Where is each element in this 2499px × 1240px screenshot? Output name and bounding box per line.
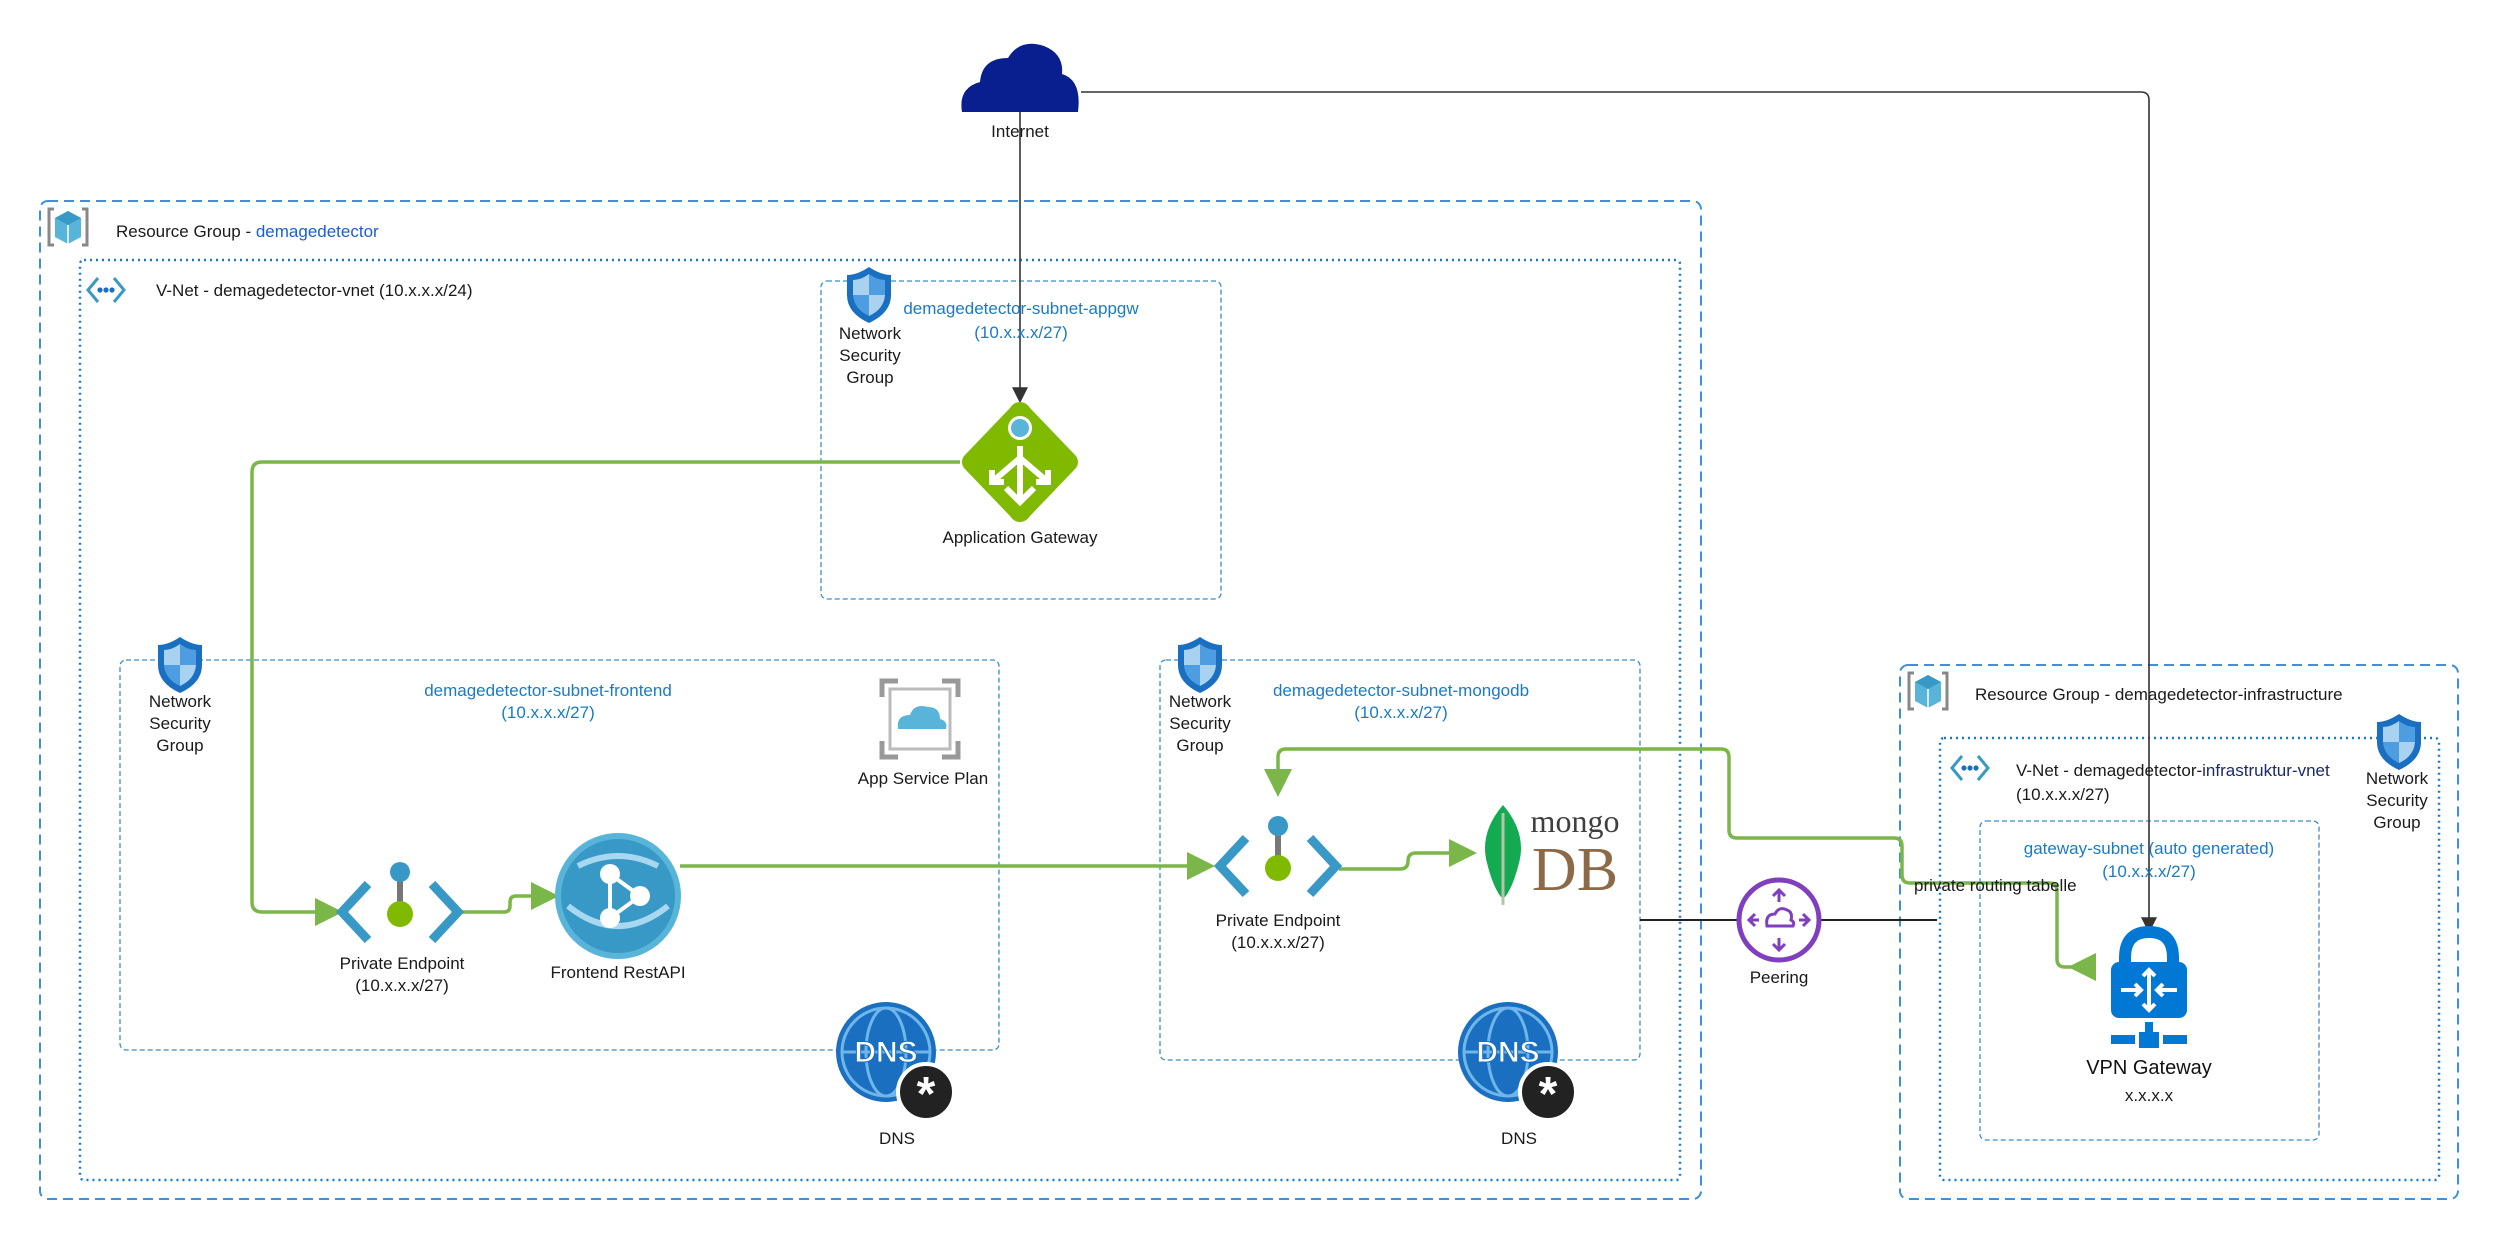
vnet-icon bbox=[1950, 754, 1990, 782]
app-service-plan-icon bbox=[879, 678, 961, 760]
vnet-infra-box bbox=[1938, 736, 2441, 1182]
vpn-gateway-label: VPN Gateway bbox=[2086, 1057, 2212, 1079]
resource-group-main-label: Resource Group - demagedetector bbox=[116, 222, 379, 241]
subnet-appgw-name: demagedetector-subnet-appgw bbox=[903, 299, 1139, 318]
mongodb-logo-text: DB bbox=[1532, 836, 1618, 904]
dns-label: DNS bbox=[1501, 1129, 1537, 1148]
network-security-group-icon bbox=[847, 267, 891, 323]
nsg-label: Security bbox=[839, 346, 901, 365]
nsg-label: Network bbox=[839, 324, 902, 343]
private-endpoint-frontend-cidr: (10.x.x.x/27) bbox=[355, 976, 449, 995]
subnet-frontend-name: demagedetector-subnet-frontend bbox=[424, 681, 672, 700]
routing-label: private routing tabelle bbox=[1914, 876, 2077, 895]
nsg-label: Security bbox=[149, 714, 211, 733]
pe-to-frontend-connector bbox=[462, 882, 559, 914]
dns-icon bbox=[834, 1000, 956, 1123]
nsg-label: Security bbox=[1169, 714, 1231, 733]
app-service-plan-label: App Service Plan bbox=[858, 769, 988, 788]
subnet-frontend-box bbox=[119, 659, 1000, 1051]
application-gateway-icon bbox=[962, 402, 1078, 522]
mongodb-leaf-icon bbox=[1485, 805, 1521, 905]
private-endpoint-icon bbox=[342, 862, 458, 940]
subnet-mongodb-name: demagedetector-subnet-mongodb bbox=[1273, 681, 1529, 700]
subnet-appgw-box bbox=[820, 280, 1222, 600]
subnet-mongodb-box bbox=[1159, 659, 1641, 1061]
nsg-label: Security bbox=[2366, 791, 2428, 810]
mongodb-logo-text: mongo bbox=[1531, 803, 1620, 839]
app-service-icon bbox=[555, 833, 681, 959]
nsg-label: Network bbox=[149, 692, 212, 711]
peering-icon bbox=[1736, 877, 1822, 963]
nsg-label: Group bbox=[1176, 736, 1223, 755]
network-security-group-icon bbox=[158, 637, 202, 693]
subnet-mongodb-cidr: (10.x.x.x/27) bbox=[1354, 703, 1448, 722]
pe-to-mongodb-connector bbox=[1339, 839, 1477, 871]
vnet-infra-cidr: (10.x.x.x/27) bbox=[2016, 785, 2110, 804]
resource-group-icon bbox=[47, 207, 89, 247]
nsg-label: Group bbox=[2373, 813, 2420, 832]
peering-label: Peering bbox=[1750, 968, 1809, 987]
network-security-group-icon bbox=[2377, 714, 2421, 770]
dns-icon bbox=[1456, 1000, 1578, 1123]
application-gateway-label: Application Gateway bbox=[943, 528, 1098, 547]
subnet-frontend-cidr: (10.x.x.x/27) bbox=[501, 703, 595, 722]
private-endpoint-mongodb-cidr: (10.x.x.x/27) bbox=[1231, 933, 1325, 952]
private-endpoint-frontend-label: Private Endpoint bbox=[340, 954, 465, 973]
network-security-group-icon bbox=[1178, 637, 1222, 693]
appgw-to-pe-frontend-connector bbox=[250, 460, 960, 926]
private-endpoint-mongodb-label: Private Endpoint bbox=[1216, 911, 1341, 930]
vpn-gateway-icon bbox=[2111, 925, 2187, 1048]
cloud-icon bbox=[961, 43, 1079, 112]
gateway-subnet-cidr: (10.x.x.x/27) bbox=[2102, 862, 2196, 881]
vnet-infra-label: V-Net - demagedetector-infrastruktur-vne… bbox=[2016, 761, 2330, 780]
internet-label: Internet bbox=[991, 122, 1049, 141]
resource-group-icon bbox=[1907, 671, 1949, 711]
nsg-label: Group bbox=[156, 736, 203, 755]
resource-group-main-box bbox=[39, 200, 1702, 1200]
subnet-appgw-cidr: (10.x.x.x/27) bbox=[974, 323, 1068, 342]
dns-label: DNS bbox=[879, 1129, 915, 1148]
nsg-label: Network bbox=[2366, 769, 2429, 788]
vpn-to-pe-mongodb-connector bbox=[1264, 747, 2096, 981]
vpn-gateway-ip: x.x.x.x bbox=[2125, 1086, 2174, 1105]
vnet-icon bbox=[86, 276, 126, 304]
resource-group-infra-box bbox=[1899, 664, 2459, 1200]
vnet-main-box bbox=[78, 258, 1682, 1182]
internet-to-vpn-connector bbox=[1081, 91, 2157, 934]
gateway-subnet-name: gateway-subnet (auto generated) bbox=[2024, 839, 2274, 858]
resource-group-infra-label: Resource Group - demagedetector-infrastr… bbox=[1975, 685, 2343, 704]
vnet-main-label: V-Net - demagedetector-vnet (10.x.x.x/24… bbox=[156, 281, 473, 300]
nsg-label: Group bbox=[846, 368, 893, 387]
nsg-label: Network bbox=[1169, 692, 1232, 711]
frontend-api-label: Frontend RestAPI bbox=[550, 963, 685, 982]
private-endpoint-icon bbox=[1220, 816, 1336, 894]
